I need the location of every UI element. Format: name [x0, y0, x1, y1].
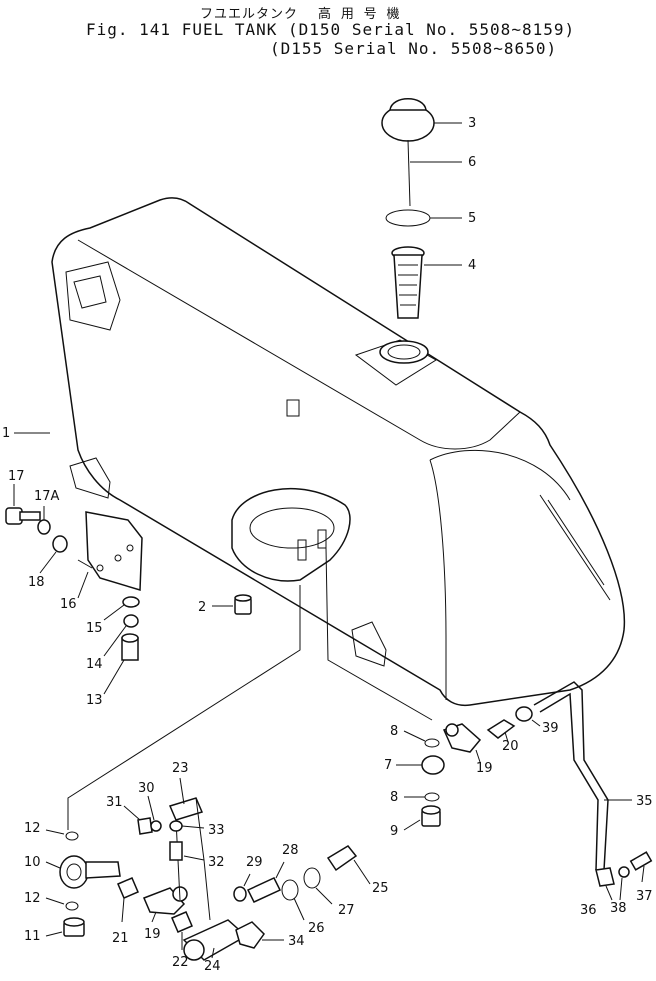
o-ring-26: [281, 879, 305, 921]
part-labels: 1 2 3 4 5 6 7 8 8 9 10 11 12 12 13 14 15…: [2, 116, 653, 974]
label-part-6: 6: [468, 155, 476, 170]
connector-20: [486, 719, 516, 743]
bolt-37: [629, 851, 653, 883]
label-part-33: 33: [208, 823, 225, 838]
label-part-22: 22: [172, 955, 189, 970]
o-ring-27: [303, 867, 333, 905]
label-part-18: 18: [28, 575, 45, 590]
washer-33: [169, 820, 205, 832]
drain-plug: [212, 594, 252, 615]
connector-21: [117, 877, 139, 923]
label-part-13: 13: [86, 693, 103, 708]
elbow-34: [235, 921, 284, 949]
label-part-21: 21: [112, 931, 129, 946]
sleeve-nut-39: [515, 706, 541, 727]
label-part-8-lower: 8: [390, 790, 398, 805]
o-ring-12-upper: [45, 829, 79, 841]
label-part-35: 35: [636, 794, 653, 809]
plug-11: [45, 917, 85, 937]
breather-tube-35: [533, 681, 632, 871]
label-part-23: 23: [172, 761, 189, 776]
label-part-7: 7: [384, 758, 392, 773]
label-part-11: 11: [24, 929, 41, 944]
label-part-16: 16: [60, 597, 77, 612]
label-part-17a: 17A: [34, 489, 60, 504]
japanese-part-name: フユエルタンク: [200, 7, 299, 22]
label-part-15: 15: [86, 621, 103, 636]
o-ring-8-upper: [403, 730, 440, 748]
label-part-38: 38: [610, 901, 627, 916]
label-part-8-upper: 8: [390, 724, 398, 739]
label-part-36: 36: [580, 903, 597, 918]
label-part-28: 28: [282, 843, 299, 858]
label-part-17: 17: [8, 469, 25, 484]
label-part-39: 39: [542, 721, 559, 736]
label-part-19-right: 19: [476, 761, 493, 776]
washer-30: [147, 795, 162, 832]
tank-cutout: [231, 487, 351, 582]
label-part-30: 30: [138, 781, 155, 796]
snap-ring: [385, 209, 462, 227]
o-ring-12-lower: [45, 897, 79, 911]
figure-subtitle: (D155 Serial No. 5508~8650): [270, 39, 558, 58]
label-part-9: 9: [390, 824, 398, 839]
bolt-13: [103, 633, 139, 695]
filler-strainer: [391, 246, 462, 319]
o-ring-8-lower: [404, 792, 440, 802]
label-part-20: 20: [502, 739, 519, 754]
label-part-25: 25: [372, 881, 389, 896]
bolt-32: [169, 841, 205, 861]
label-part-1: 1: [2, 426, 10, 441]
banjo-fitting-10: [45, 855, 121, 889]
label-part-10: 10: [24, 855, 41, 870]
label-part-4: 4: [468, 258, 476, 273]
label-part-31: 31: [106, 795, 123, 810]
clip-36: [595, 867, 615, 901]
plug-9: [403, 805, 441, 831]
nut-14: [103, 614, 139, 657]
label-part-3: 3: [468, 116, 476, 131]
washer-18: [39, 535, 68, 574]
connector-28: [246, 861, 285, 903]
label-part-27: 27: [338, 903, 355, 918]
label-part-12-lower: 12: [24, 891, 41, 906]
filler-cap: [381, 98, 462, 142]
elbow-19-left: [143, 886, 188, 923]
label-part-14: 14: [86, 657, 103, 672]
washer-29: [233, 873, 251, 902]
bolt-17: [5, 484, 41, 525]
label-part-12-upper: 12: [24, 821, 41, 836]
label-part-24: 24: [204, 959, 221, 974]
washer-17a: [37, 506, 51, 535]
label-part-19-left: 19: [144, 927, 161, 942]
connector-22: [171, 911, 193, 950]
label-part-37: 37: [636, 889, 653, 904]
valve-body-24: [182, 919, 248, 961]
washer-15: [103, 596, 140, 621]
bolt-25: [326, 845, 371, 885]
figure-title: Fig. 141 FUEL TANK (D150 Serial No. 5508…: [86, 20, 576, 39]
elbow-19-right: [442, 723, 482, 763]
retaining-chain: [407, 139, 462, 207]
label-part-29: 29: [246, 855, 263, 870]
fuel-tank-body: [51, 197, 626, 707]
japanese-model-note: 高 用 号 機: [318, 7, 401, 22]
mounting-bracket: [77, 511, 143, 591]
washer-38: [618, 866, 630, 901]
label-part-32: 32: [208, 855, 225, 870]
label-part-5: 5: [468, 211, 476, 226]
orifice-body-7: [396, 755, 445, 775]
label-part-34: 34: [288, 934, 305, 949]
label-part-26: 26: [308, 921, 325, 936]
bolt-31: [123, 805, 153, 835]
label-part-2: 2: [198, 600, 206, 615]
